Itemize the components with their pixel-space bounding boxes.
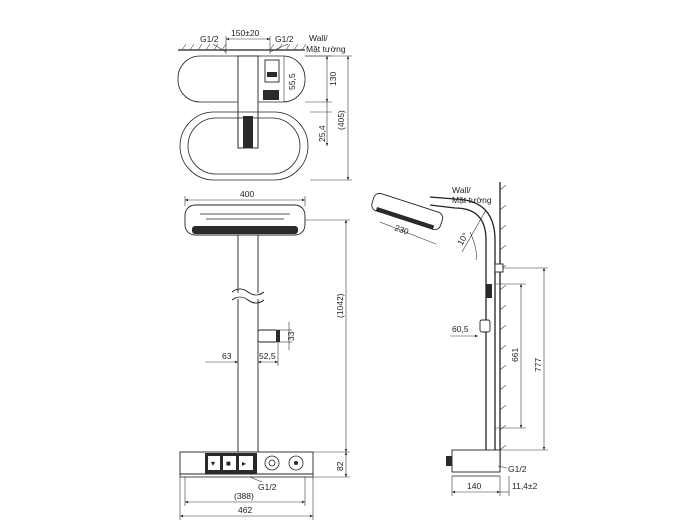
front-view: 400 33 63 52,5 (1042) [179,189,350,520]
side-dim-60-5: 60,5 [452,324,469,334]
top-dim-25-4: 25,4 [317,125,327,142]
side-dim-140: 140 [467,481,481,491]
side-wall-label-en: Wall/ [452,185,471,195]
top-dim-130: 130 [328,72,338,86]
front-dim-63: 63 [222,351,232,361]
top-view: 150±20 G1/2 G1/2 Wall/ Mặt tường 55,5 13… [177,28,352,181]
front-dim-33: 33 [286,331,296,341]
side-angle-10: 10° [455,231,470,247]
svg-text:▾: ▾ [211,459,215,468]
top-dim-405: (405) [336,110,346,130]
side-dim-11-4: 11,4±2 [512,481,538,491]
front-dim-1042: (1042) [335,293,345,318]
side-dim-661: 661 [510,348,520,362]
svg-text:▸: ▸ [242,459,246,468]
top-inlet-spacing-label: 150±20 [231,28,260,38]
top-inlet-right-label: G1/2 [275,34,294,44]
front-dim-82: 82 [335,461,345,471]
front-dim-462: 462 [238,505,252,515]
front-dim-388: (388) [234,491,254,501]
front-inlet-bottom-label: G1/2 [258,482,277,492]
top-wall-label-en: Wall/ [309,33,328,43]
side-inlet-label: G1/2 [508,464,527,474]
side-view: Wall/ Mặt tường 230 10° 60,5 661 [371,182,548,496]
side-dim-230: 230 [393,222,410,236]
top-wall-label-vi: Mặt tường [306,44,346,54]
side-dim-777: 777 [533,358,543,372]
top-inlet-left-label: G1/2 [200,34,219,44]
front-dim-52-5: 52,5 [259,351,276,361]
side-wall-label-vi: Mặt tường [452,195,492,205]
top-dim-55-5: 55,5 [287,73,297,90]
front-dim-400: 400 [240,189,254,199]
svg-text:■: ■ [226,459,231,468]
